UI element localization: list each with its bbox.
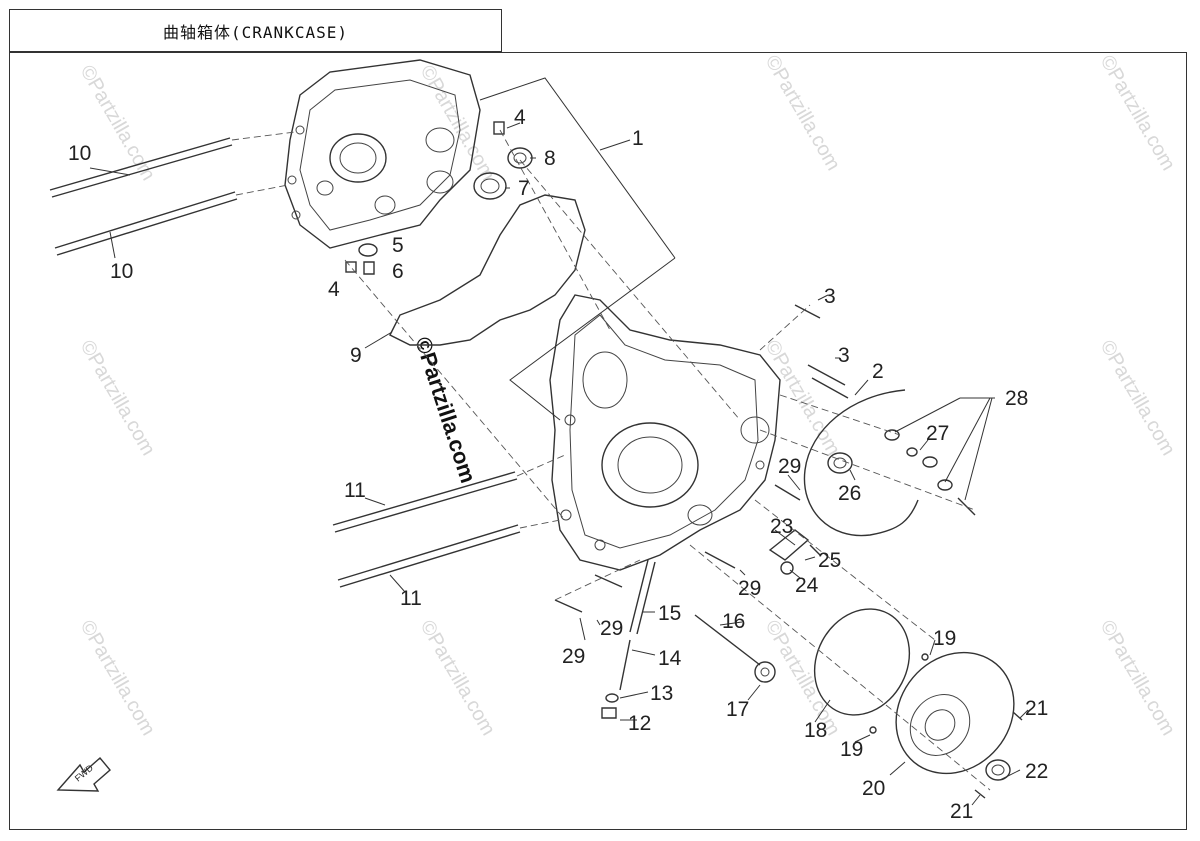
callout-21-lower: 21 <box>950 800 973 823</box>
callout-8: 8 <box>544 147 556 170</box>
watermark-11: ©Partzilla.com <box>1096 617 1180 740</box>
forward-arrow-icon: FWD <box>56 757 111 792</box>
right-crankcase-half <box>549 294 781 571</box>
watermark-7: ©Partzilla.com <box>1096 337 1180 460</box>
bolt-25 <box>809 544 821 556</box>
callout-5: 5 <box>392 234 404 257</box>
callout-6: 6 <box>392 260 404 283</box>
callout-22: 22 <box>1025 760 1048 783</box>
screw-21-lower <box>974 789 986 799</box>
callout-29-mid: 29 <box>738 577 761 600</box>
side-cover-20 <box>895 651 1015 775</box>
watermark-8: ©Partzilla.com <box>76 617 160 740</box>
callout-13: 13 <box>650 682 673 705</box>
callout-10-lower: 10 <box>110 260 133 283</box>
callout-1: 1 <box>632 127 644 150</box>
stud-bolt-10 <box>49 131 296 256</box>
o-ring-18 <box>813 608 911 716</box>
callout-11-lower: 11 <box>400 587 422 610</box>
callout-26: 26 <box>838 482 861 505</box>
callout-29-left: 29 <box>562 645 585 668</box>
clip-28b <box>922 456 938 468</box>
callout-23: 23 <box>770 515 793 538</box>
dowel-19-upper <box>921 653 929 661</box>
oil-strainer-15 <box>629 559 649 633</box>
wire-harness-2 <box>803 389 919 537</box>
callout-19-lower: 19 <box>840 738 863 761</box>
callout-15: 15 <box>658 602 681 625</box>
callout-4-upper: 4 <box>514 106 526 129</box>
bolt-3 <box>794 304 849 399</box>
callout-numbers: 1 2 3 3 4 4 5 6 7 8 9 10 10 11 11 12 13 … <box>68 106 1048 823</box>
watermark-3: ©Partzilla.com <box>761 52 845 175</box>
dowel-pin-4-lower <box>345 261 357 273</box>
diagram-title: 曲轴箱体(CRANKCASE) <box>9 9 502 52</box>
shaft-16 <box>694 614 761 666</box>
callout-3-lower: 3 <box>838 344 850 367</box>
callout-4-lower: 4 <box>328 278 340 301</box>
callout-9: 9 <box>350 344 362 367</box>
washer-5 <box>358 243 378 257</box>
dowel-19-lower <box>869 726 877 734</box>
leader-lines <box>89 77 1029 806</box>
watermark-2: ©Partzilla.com <box>416 62 500 185</box>
plug-6 <box>363 261 375 275</box>
callout-3-upper: 3 <box>824 285 836 308</box>
callout-20: 20 <box>862 777 885 800</box>
washer-24 <box>780 561 794 575</box>
watermark-4: ©Partzilla.com <box>1096 52 1180 175</box>
callout-25: 25 <box>818 549 841 572</box>
callout-16: 16 <box>722 610 745 633</box>
diagram-frame <box>9 52 1187 830</box>
callout-27: 27 <box>926 422 949 445</box>
callout-28: 28 <box>1005 387 1028 410</box>
watermark-center: ©Partzilla.com <box>410 334 481 486</box>
assembly-centerlines <box>344 129 991 791</box>
screw-21-upper <box>1012 711 1023 721</box>
callout-12: 12 <box>628 712 651 735</box>
watermark-5: ©Partzilla.com <box>76 337 160 460</box>
callout-24: 24 <box>795 574 819 597</box>
callout-11-upper: 11 <box>344 479 366 502</box>
callout-2: 2 <box>872 360 884 383</box>
callout-10-upper: 10 <box>68 142 91 165</box>
watermark-1: ©Partzilla.com <box>76 62 160 185</box>
oil-seal-26 <box>827 452 853 474</box>
left-crankcase-half <box>284 59 481 249</box>
callout-19-upper: 19 <box>933 627 956 650</box>
callout-21-upper: 21 <box>1025 697 1048 720</box>
clip-28c <box>937 479 953 491</box>
stud-bolt-11 <box>332 454 566 588</box>
o-ring-13 <box>605 693 619 703</box>
bolt-29 <box>554 484 801 613</box>
drain-plug-12 <box>601 707 617 719</box>
bearing-7 <box>473 172 507 200</box>
dowel-pin-4-upper <box>493 121 505 135</box>
watermark-6: ©Partzilla.com <box>761 337 845 460</box>
spring-14 <box>619 639 631 691</box>
watermark-9: ©Partzilla.com <box>416 617 500 740</box>
callout-14: 14 <box>658 647 682 670</box>
bolt-27 <box>906 447 918 457</box>
callout-18: 18 <box>804 719 827 742</box>
callout-17: 17 <box>726 698 749 721</box>
oil-seal-22 <box>985 759 1011 781</box>
callout-7: 7 <box>518 177 530 200</box>
callout-29-right: 29 <box>778 455 801 478</box>
sprocket-17 <box>754 661 776 683</box>
gasket-9 <box>389 194 586 346</box>
plate-23 <box>768 529 810 561</box>
callout-29-center: 29 <box>600 617 623 640</box>
